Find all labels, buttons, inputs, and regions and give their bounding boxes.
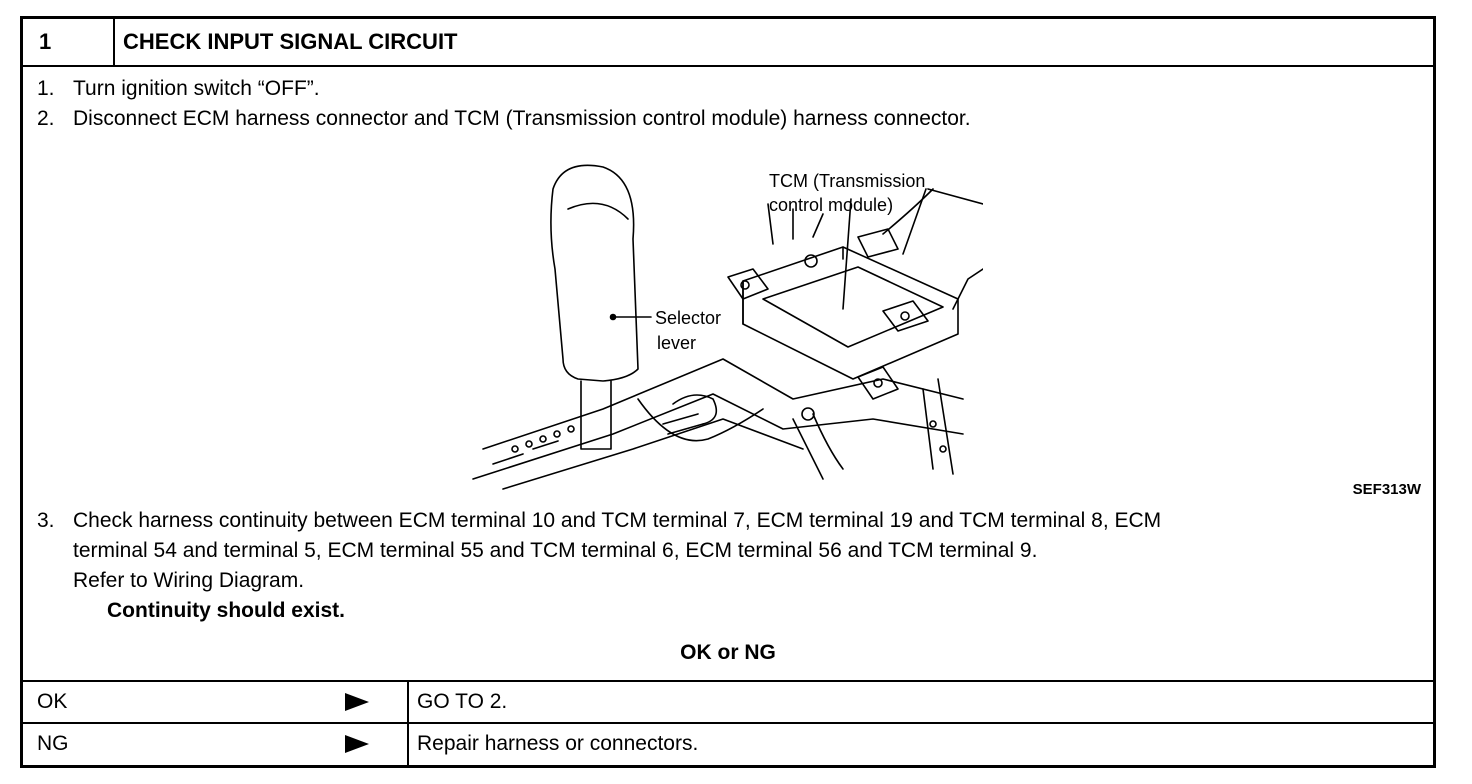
figure-code: SEF313W bbox=[1352, 481, 1421, 498]
tcm-location-illustration: TCM (Transmission control module) Select… bbox=[472, 164, 983, 490]
selector-label-line2: lever bbox=[657, 333, 696, 353]
column-divider bbox=[407, 682, 409, 722]
step-1-text: Turn ignition switch “OFF”. bbox=[73, 77, 320, 100]
result-key-ng: NG bbox=[37, 732, 69, 755]
result-action-ok: GO TO 2. bbox=[417, 690, 508, 713]
step-3-line-3: Refer to Wiring Diagram. bbox=[73, 569, 305, 592]
step-1-number: 1. bbox=[37, 77, 55, 100]
continuity-spec: Continuity should exist. bbox=[107, 599, 346, 622]
tcm-label-line2: control module) bbox=[769, 195, 893, 215]
result-key-ok: OK bbox=[37, 690, 68, 713]
arrow-right-icon bbox=[345, 735, 369, 753]
tcm-label-line1: TCM (Transmission bbox=[769, 171, 925, 191]
arrow-right-icon bbox=[345, 693, 369, 711]
step-3-line-1: Check harness continuity between ECM ter… bbox=[73, 509, 1162, 532]
result-row-ng: NG Repair harness or connectors. bbox=[23, 722, 1433, 765]
step-3-line-2: terminal 54 and terminal 5, ECM terminal… bbox=[73, 539, 1038, 562]
step-title: CHECK INPUT SIGNAL CIRCUIT bbox=[123, 29, 458, 54]
result-action-ng: Repair harness or connectors. bbox=[417, 732, 699, 755]
procedure-sheet: 1 CHECK INPUT SIGNAL CIRCUIT 1. Turn ign… bbox=[20, 16, 1436, 768]
ok-or-ng-heading: OK or NG bbox=[680, 641, 776, 664]
step-3-number: 3. bbox=[37, 509, 55, 532]
step-2-number: 2. bbox=[37, 107, 55, 130]
step-2-text: Disconnect ECM harness connector and TCM… bbox=[73, 107, 971, 130]
selector-label-line1: Selector bbox=[655, 308, 721, 328]
column-divider bbox=[407, 724, 409, 765]
step-number: 1 bbox=[23, 19, 115, 65]
step-header: 1 CHECK INPUT SIGNAL CIRCUIT bbox=[23, 19, 1433, 67]
result-row-ok: OK GO TO 2. bbox=[23, 680, 1433, 722]
